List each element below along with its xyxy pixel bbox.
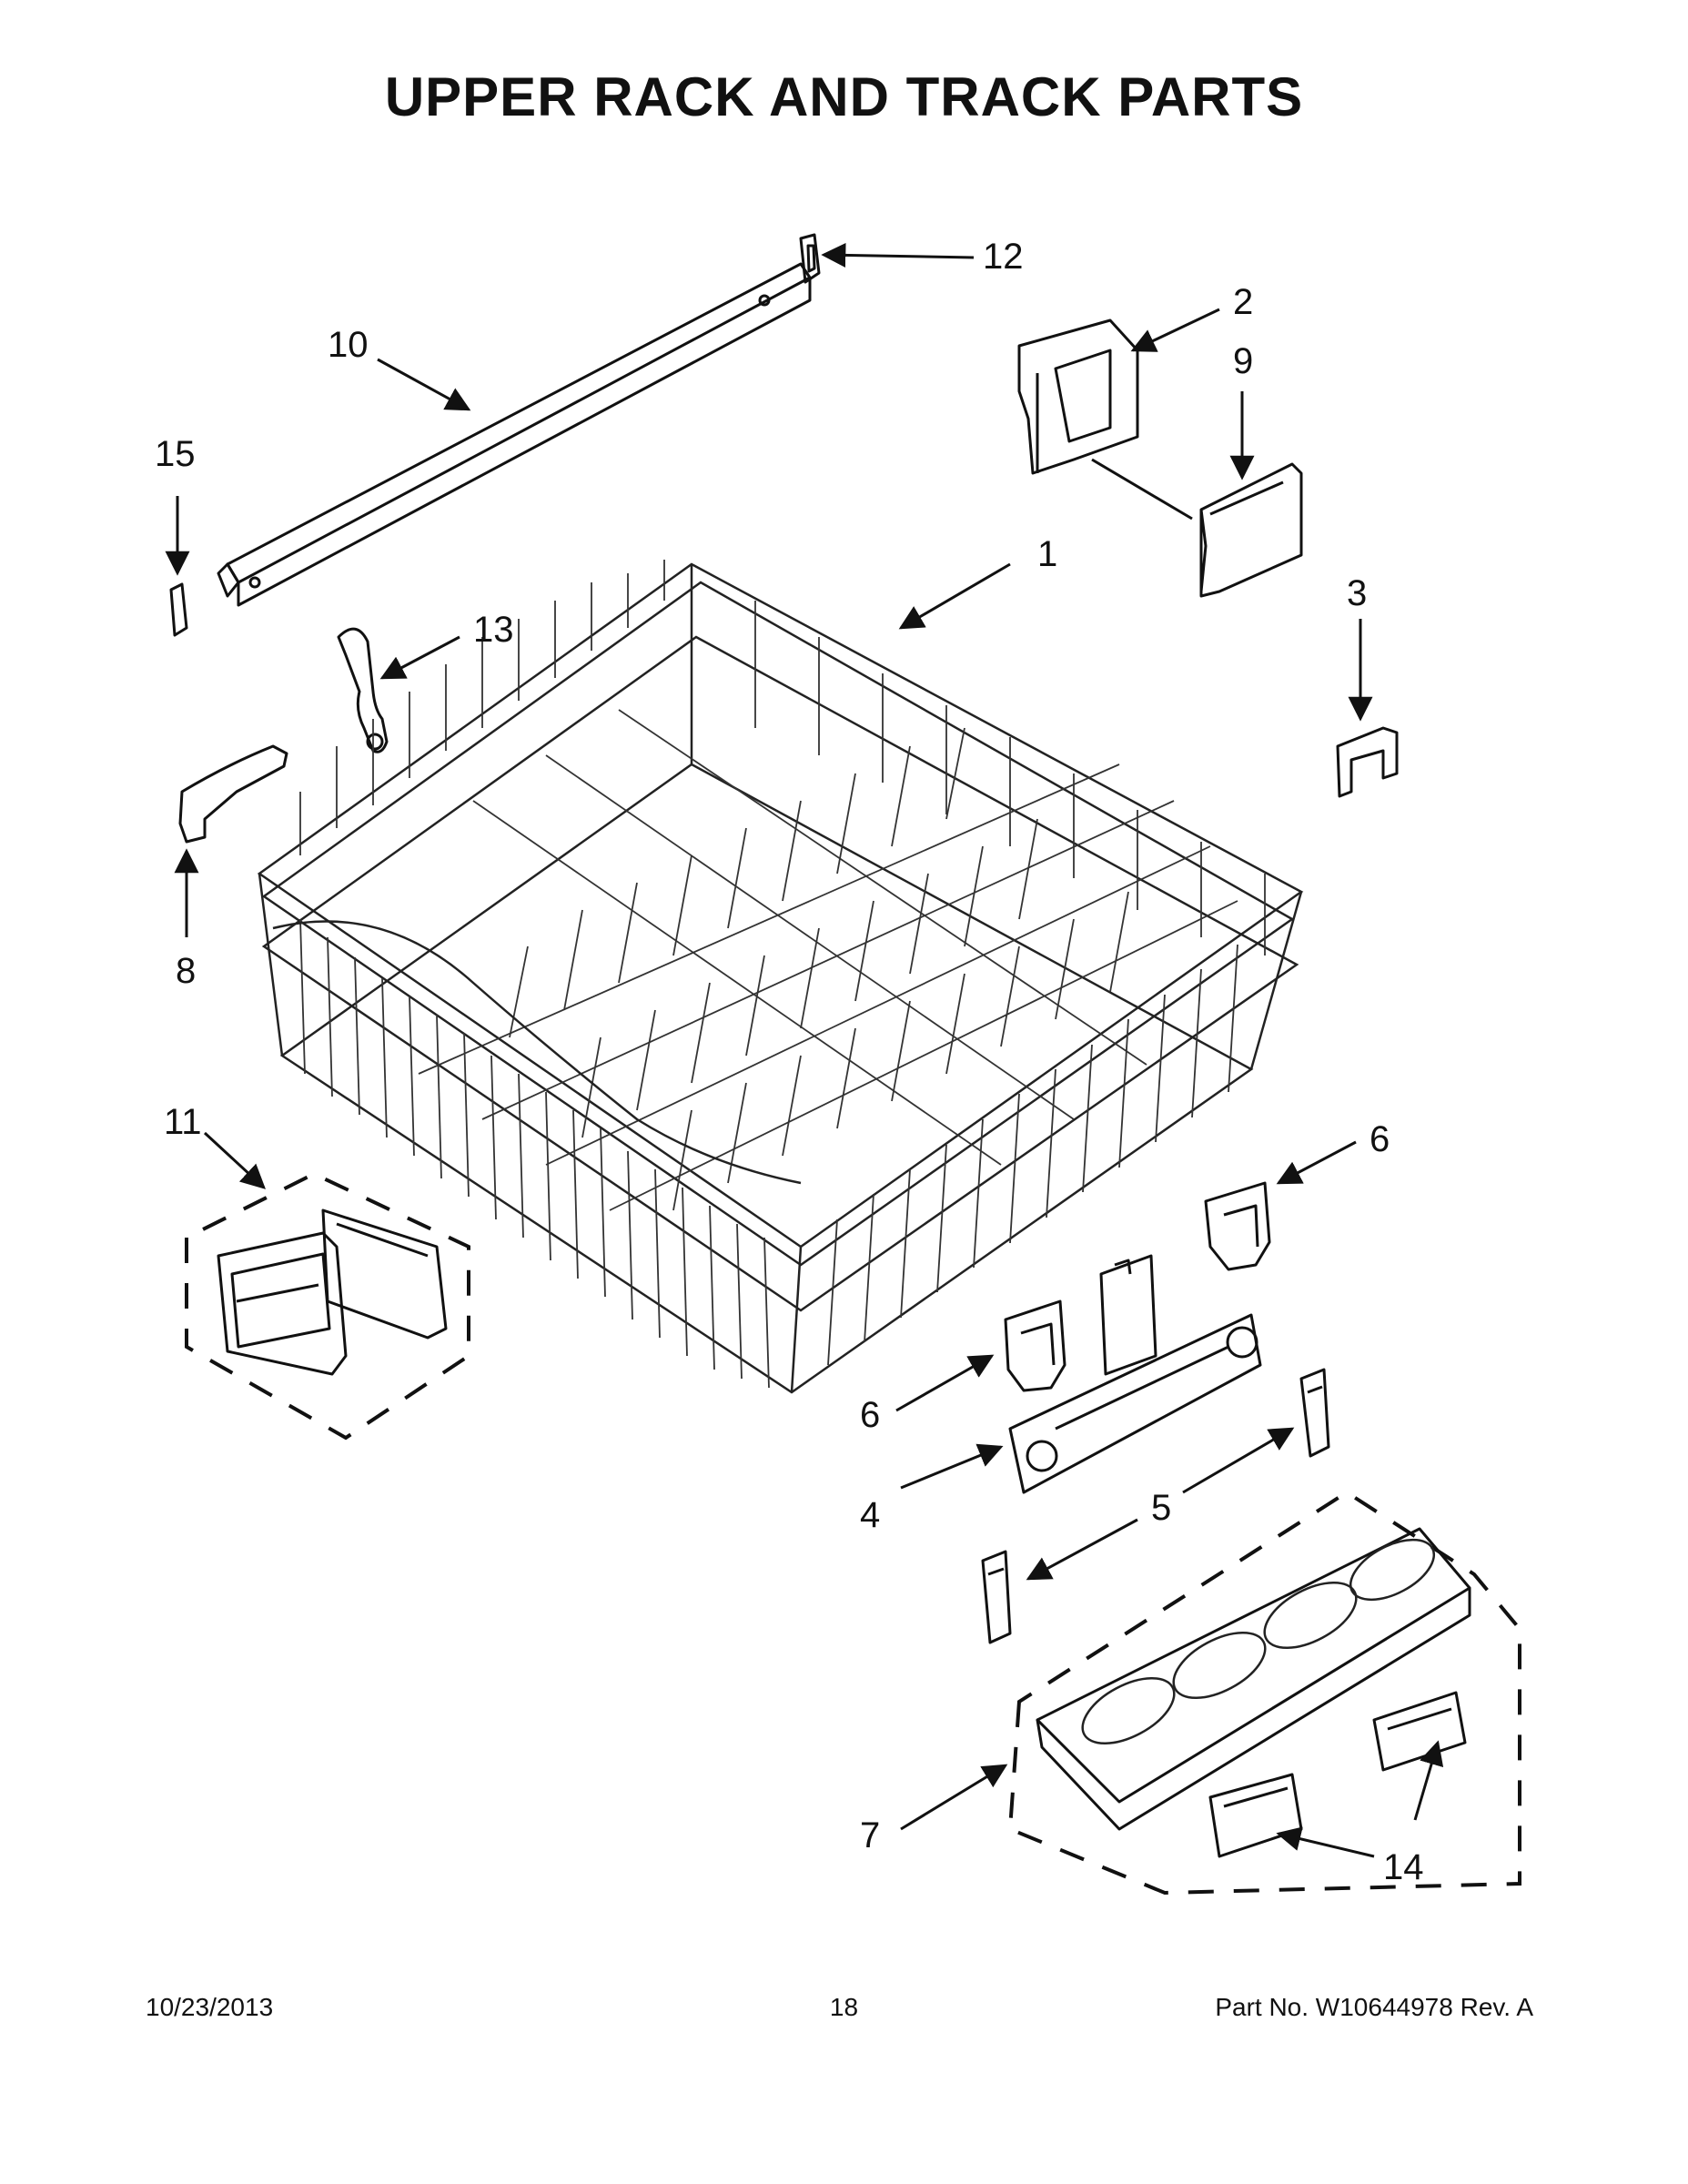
part-3-clip	[1336, 726, 1399, 798]
callout-2: 2	[1233, 282, 1253, 322]
leader-lines	[165, 242, 1444, 1858]
part-12-track-stop	[799, 233, 821, 284]
part-14-clips	[1208, 1691, 1467, 1858]
part-2-adjuster-housing	[1017, 318, 1139, 475]
part-6-roller-bracket-lower	[1004, 1299, 1066, 1392]
part-9-cover	[1199, 462, 1303, 598]
callout-6a: 6	[1370, 1119, 1390, 1159]
callout-12: 12	[983, 237, 1024, 277]
callout-6b: 6	[860, 1395, 880, 1435]
footer-page-number: 18	[829, 1993, 859, 2021]
part-1-upper-rack	[257, 560, 1304, 1394]
part-10-track-rail	[217, 262, 812, 607]
part-4-rack-adjuster	[1008, 1254, 1262, 1494]
callout-9: 9	[1233, 341, 1253, 381]
footer-date: 10/23/2013	[146, 1993, 274, 2021]
part-15-track-end-cap	[169, 582, 188, 637]
part-5-track-stop-left	[981, 1550, 1012, 1644]
callout-5: 5	[1151, 1488, 1171, 1528]
callout-15: 15	[155, 434, 196, 474]
page-title: UPPER RACK AND TRACK PARTS	[384, 66, 1304, 127]
callout-3: 3	[1347, 573, 1367, 613]
callout-4: 4	[860, 1495, 880, 1535]
callout-13: 13	[473, 610, 514, 650]
callout-7: 7	[860, 1815, 880, 1855]
callout-labels: 1 2 3 4 5 6 6 7 8 9 10 11 12 13 14 15	[155, 237, 1424, 1887]
part-7-cup-shelf-group	[1007, 1490, 1521, 1896]
part-8-bracket	[178, 744, 288, 844]
callout-8: 8	[176, 951, 196, 991]
callout-1: 1	[1037, 534, 1057, 574]
callout-11: 11	[164, 1102, 202, 1142]
footer-part-number: Part No. W10644978 Rev. A	[1215, 1993, 1533, 2021]
part-6-roller-bracket-upper	[1204, 1181, 1271, 1271]
callout-14: 14	[1383, 1847, 1424, 1887]
part-13-clip	[337, 627, 389, 753]
part-11-group	[185, 1171, 470, 1441]
callout-10: 10	[328, 325, 369, 365]
part-5-track-stop-right	[1299, 1368, 1330, 1458]
